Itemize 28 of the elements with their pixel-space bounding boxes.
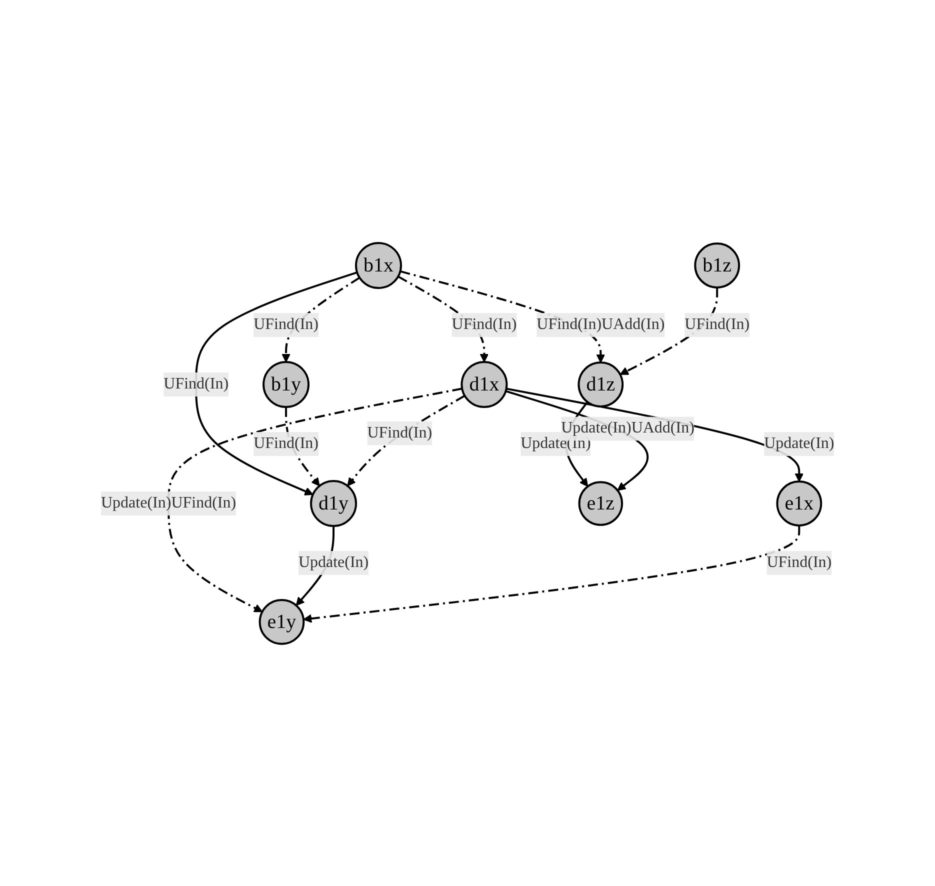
edge-label: Update(In)UAdd(In) [561,419,694,436]
edge-label: UFind(In) [452,316,517,333]
arrow [194,271,358,495]
edge-label: UFind(In)UAdd(In) [536,316,665,333]
arrow [347,394,466,486]
edge-label: Update(In) [520,434,591,452]
node-circle: e1x [776,480,822,526]
edge-label: UFind(In) [367,424,432,441]
node-circle: b1y [262,360,310,408]
edge-label: UFind(In) [684,316,750,333]
edge-label: Update(In)UFind(In) [100,494,236,512]
edge-label: Update(In) [764,434,834,452]
node-circle: d1x [460,360,508,408]
node-circle: e1z [578,480,623,526]
arrow [303,525,800,622]
node-circle: b1z [694,242,740,288]
edge-label: Update(In) [298,554,368,571]
arrow [505,390,648,490]
node-circle: e1y [258,598,305,644]
edge-label: UFind(In) [253,316,318,333]
arrow [400,270,605,362]
node-circle: d1z [578,361,624,407]
edge-label: UFind(In) [164,375,228,392]
node-circle: d1y [310,480,357,527]
edge-label: UFind(In) [253,434,318,452]
arrow [167,387,462,612]
edge-label: UFind(In) [766,554,832,571]
node-circle: b1x [354,242,402,289]
